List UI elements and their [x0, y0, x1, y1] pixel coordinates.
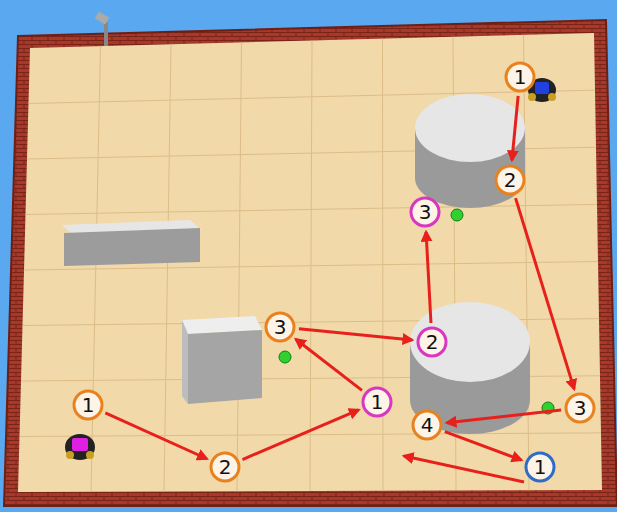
callout-ring [74, 391, 102, 419]
path-arrow [299, 329, 412, 340]
callout-ring [418, 328, 446, 356]
waypoint-dot [451, 209, 463, 221]
callout-number: 2 [426, 332, 439, 352]
callout-circle: 3 [564, 392, 596, 424]
callout-number: 2 [219, 457, 232, 477]
callout-circle: 1 [361, 386, 393, 418]
callout-circle: 1 [72, 389, 104, 421]
callout-circle: 3 [409, 196, 441, 228]
path-arrow [426, 232, 431, 323]
waypoint-dot [279, 351, 291, 363]
floor-tiles [20, 35, 602, 492]
path-arrow [512, 96, 518, 160]
callout-number: 1 [534, 457, 547, 477]
tile-line [20, 433, 602, 437]
path-arrow [242, 410, 358, 460]
callout-number: 1 [82, 395, 95, 415]
tile-line [524, 35, 530, 490]
callout-ring [411, 198, 439, 226]
callout-ring [566, 394, 594, 422]
callout-ring [506, 63, 534, 91]
cylinder-obstacle [415, 94, 525, 208]
box-obstacle [182, 316, 262, 404]
callout-number: 3 [574, 398, 587, 418]
callout-number: 2 [504, 170, 517, 190]
path-arrow [445, 432, 521, 460]
callout-circle: 2 [494, 164, 526, 196]
path-arrow [296, 339, 362, 390]
callout-circle: 1 [524, 451, 556, 483]
callout-ring [266, 313, 294, 341]
callout-ring [496, 166, 524, 194]
path-arrow [447, 410, 561, 423]
wall-slab [62, 220, 202, 266]
callout-ring [363, 388, 391, 416]
path-arrow [105, 413, 206, 459]
wall-edge [4, 20, 617, 506]
path-arrow [516, 198, 575, 389]
tile-line [382, 39, 384, 491]
path-arrow [404, 456, 524, 482]
callout-circle: 4 [411, 409, 443, 441]
callout-number: 1 [514, 67, 527, 87]
callout-circle: 1 [504, 61, 536, 93]
lamp-post [95, 12, 109, 46]
callout-circle: 2 [209, 451, 241, 483]
callout-number: 1 [371, 392, 384, 412]
robot-magenta [65, 434, 95, 460]
callout-number: 3 [274, 317, 287, 337]
callout-circle: 2 [416, 326, 448, 358]
floor [18, 33, 602, 492]
callout-ring [526, 453, 554, 481]
callout-ring [211, 453, 239, 481]
callout-circle: 3 [264, 311, 296, 343]
callout-number: 3 [419, 202, 432, 222]
arena-wall [4, 20, 617, 506]
callout-number: 4 [421, 415, 434, 435]
callout-ring [413, 411, 441, 439]
